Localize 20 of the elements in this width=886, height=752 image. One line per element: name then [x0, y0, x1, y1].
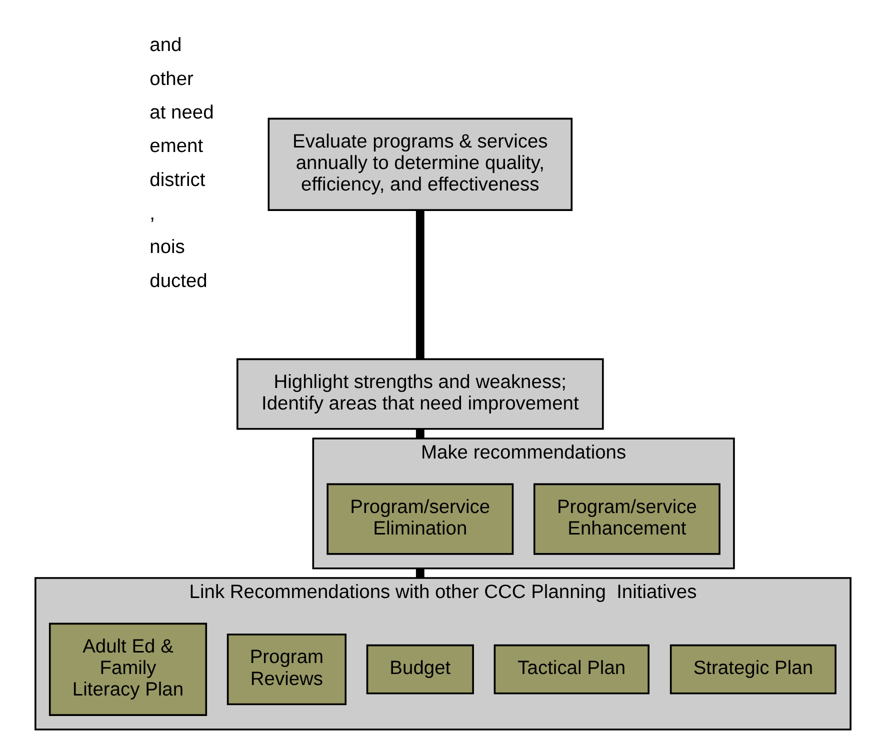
connector — [416, 429, 424, 439]
connector — [416, 210, 424, 360]
label: district — [150, 170, 206, 191]
label: and — [150, 35, 182, 56]
label: other — [150, 68, 194, 90]
node-box: Program/service Enhancement — [533, 483, 720, 555]
label: ement — [150, 136, 204, 158]
node-box: Budget — [366, 644, 474, 694]
node-box: Program/service Elimination — [326, 483, 514, 555]
label: at need — [150, 102, 214, 124]
node-box: Program Reviews — [226, 634, 347, 706]
node-box: Tactical Plan — [494, 644, 650, 694]
connector — [416, 568, 424, 578]
label: nois — [150, 237, 185, 258]
node-box: Highlight strengths and weakness; Identify areas that need improvement — [236, 358, 604, 430]
node-box: Adult Ed & Family Literacy Plan — [48, 622, 208, 716]
node-box: Evaluate programs & services annually to determine quality, efficiency, and effectiveness — [268, 118, 573, 211]
label: , — [150, 203, 155, 224]
label: ducted — [150, 270, 208, 292]
node-box: Strategic Plan — [670, 644, 836, 694]
